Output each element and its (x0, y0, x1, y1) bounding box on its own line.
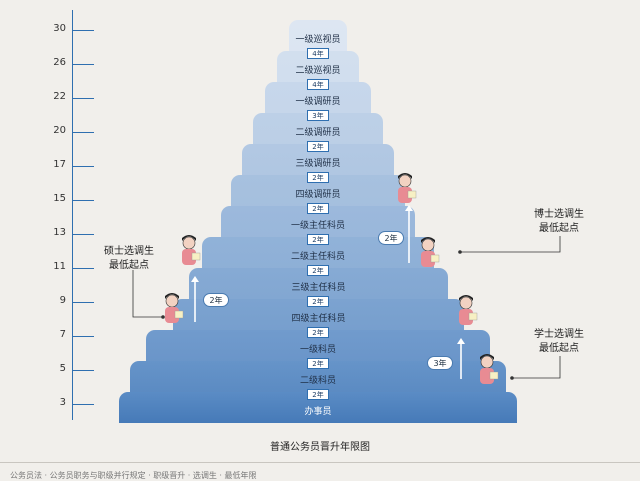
y-tick-mark (72, 98, 94, 99)
callout-bachelor-line1: 学士选调生 (534, 329, 584, 340)
y-tick-mark (72, 302, 94, 303)
y-tick-mark (72, 370, 94, 371)
figure-bachelor-bottom-document (489, 371, 499, 380)
arrow-phd-head (405, 205, 413, 211)
figure-bachelor-top-document (468, 312, 478, 321)
bubble-bachelor: 3年 (427, 356, 453, 370)
y-tick-label: 30 (53, 23, 66, 34)
year-step-box: 2年 (307, 172, 329, 183)
y-tick-mark (72, 132, 94, 133)
year-step-box: 2年 (307, 389, 329, 400)
footer-text: 公务员法 · 公务员职务与职级并行规定 · 职级晋升 · 选调生 · 最低年限 (10, 471, 257, 480)
leader-master (132, 270, 163, 318)
figure-phd-top-hair (398, 173, 412, 179)
year-step-box: 3年 (307, 110, 329, 121)
callout-phd: 博士选调生 最低起点 (534, 208, 584, 236)
figure-bachelor-bottom-hair (480, 354, 494, 360)
y-tick-mark (72, 64, 94, 65)
rank-label: 四级调研员 (295, 190, 341, 200)
y-tick-label: 3 (59, 397, 66, 408)
leader-bachelor-dot (510, 376, 514, 380)
bubble-phd: 2年 (378, 231, 404, 245)
year-step-box: 2年 (307, 234, 329, 245)
callout-master-line2: 最低起点 (109, 260, 149, 271)
year-step-box: 4年 (307, 48, 329, 59)
footer-divider (0, 462, 640, 463)
callout-bachelor: 学士选调生 最低起点 (534, 328, 584, 356)
leader-phd (460, 236, 561, 253)
y-tick-label: 20 (53, 125, 66, 136)
year-step-box: 4年 (307, 79, 329, 90)
callout-phd-line1: 博士选调生 (534, 209, 584, 220)
year-step-box: 2年 (307, 203, 329, 214)
y-tick-mark (72, 268, 94, 269)
leader-phd-dot (458, 250, 462, 254)
rank-label: 三级调研员 (295, 159, 341, 169)
year-step-box: 2年 (307, 358, 329, 369)
year-step-box: 2年 (307, 327, 329, 338)
figure-phd-top-document (407, 190, 417, 199)
diagram-caption: 普通公务员晋升年限图 (270, 442, 370, 453)
bubble-master: 2年 (203, 293, 229, 307)
y-axis-line (72, 10, 73, 420)
y-tick-label: 13 (53, 227, 66, 238)
y-tick-label: 26 (53, 57, 66, 68)
rank-label: 二级巡视员 (295, 66, 341, 76)
y-tick-label: 5 (59, 363, 66, 374)
y-tick-label: 11 (53, 261, 66, 272)
rank-label: 办事员 (304, 407, 332, 417)
figure-bachelor-bottom-head (480, 355, 494, 369)
y-tick-mark (72, 166, 94, 167)
leader-master-dot (161, 315, 165, 319)
figure-bachelor-top-head (459, 296, 473, 310)
rank-label: 二级科员 (299, 376, 336, 386)
y-tick-label: 17 (53, 159, 66, 170)
rank-label: 一级主任科员 (290, 221, 345, 231)
year-step-box: 2年 (307, 296, 329, 307)
y-tick-mark (72, 30, 94, 31)
year-step-box: 2年 (307, 265, 329, 276)
year-step-box: 2年 (307, 141, 329, 152)
figure-master-bottom-hair (165, 293, 179, 299)
figure-phd-bottom-hair (421, 237, 435, 243)
rank-label: 四级主任科员 (291, 314, 346, 324)
figure-master-top-document (191, 252, 201, 261)
leader-bachelor (512, 356, 561, 379)
figure-master-bottom-head (165, 294, 179, 308)
rank-label: 一级巡视员 (295, 35, 341, 45)
y-tick-mark (72, 336, 94, 337)
callout-bachelor-line2: 最低起点 (539, 343, 579, 354)
y-tick-label: 9 (59, 295, 66, 306)
figure-phd-top-head (398, 174, 412, 188)
figure-bachelor-top-hair (459, 295, 473, 301)
rank-label: 三级主任科员 (291, 283, 346, 293)
figure-master-top-head (182, 236, 196, 250)
y-tick-mark (72, 200, 94, 201)
y-tick-mark (72, 404, 94, 405)
rank-label: 一级调研员 (295, 97, 341, 107)
figure-master-top-hair (182, 235, 196, 241)
y-tick-label: 15 (53, 193, 66, 204)
callout-master: 硕士选调生 最低起点 (104, 245, 154, 273)
figure-phd-bottom-head (421, 238, 435, 252)
callout-phd-line2: 最低起点 (539, 223, 579, 234)
rank-label: 二级主任科员 (290, 252, 345, 262)
arrow-bachelor-head (457, 338, 465, 344)
rank-label: 二级调研员 (295, 128, 341, 138)
figure-phd-bottom-document (430, 254, 440, 263)
y-tick-mark (72, 234, 94, 235)
y-tick-label: 22 (53, 91, 66, 102)
arrow-master-head (191, 276, 199, 282)
rank-label: 一级科员 (299, 345, 336, 355)
callout-master-line1: 硕士选调生 (104, 246, 154, 257)
figure-master-bottom-document (174, 310, 184, 319)
y-tick-label: 7 (59, 329, 66, 340)
